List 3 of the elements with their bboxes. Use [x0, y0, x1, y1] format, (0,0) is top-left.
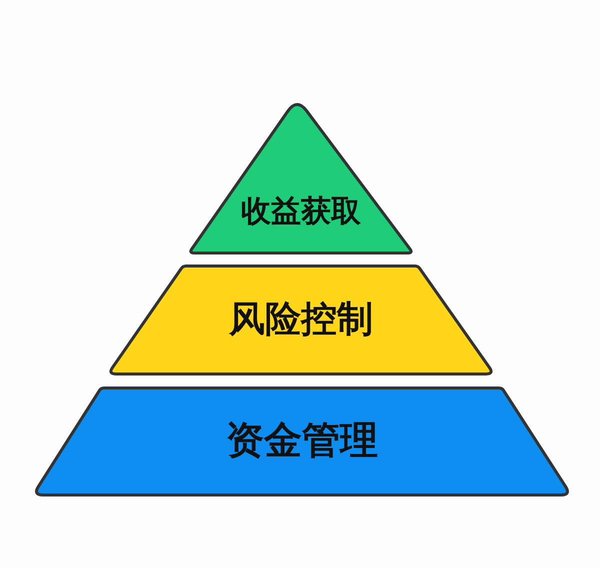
- tier-label: 风险控制: [229, 302, 373, 338]
- tier-label: 资金管理: [226, 421, 378, 459]
- tier-label: 收益获取: [241, 197, 361, 227]
